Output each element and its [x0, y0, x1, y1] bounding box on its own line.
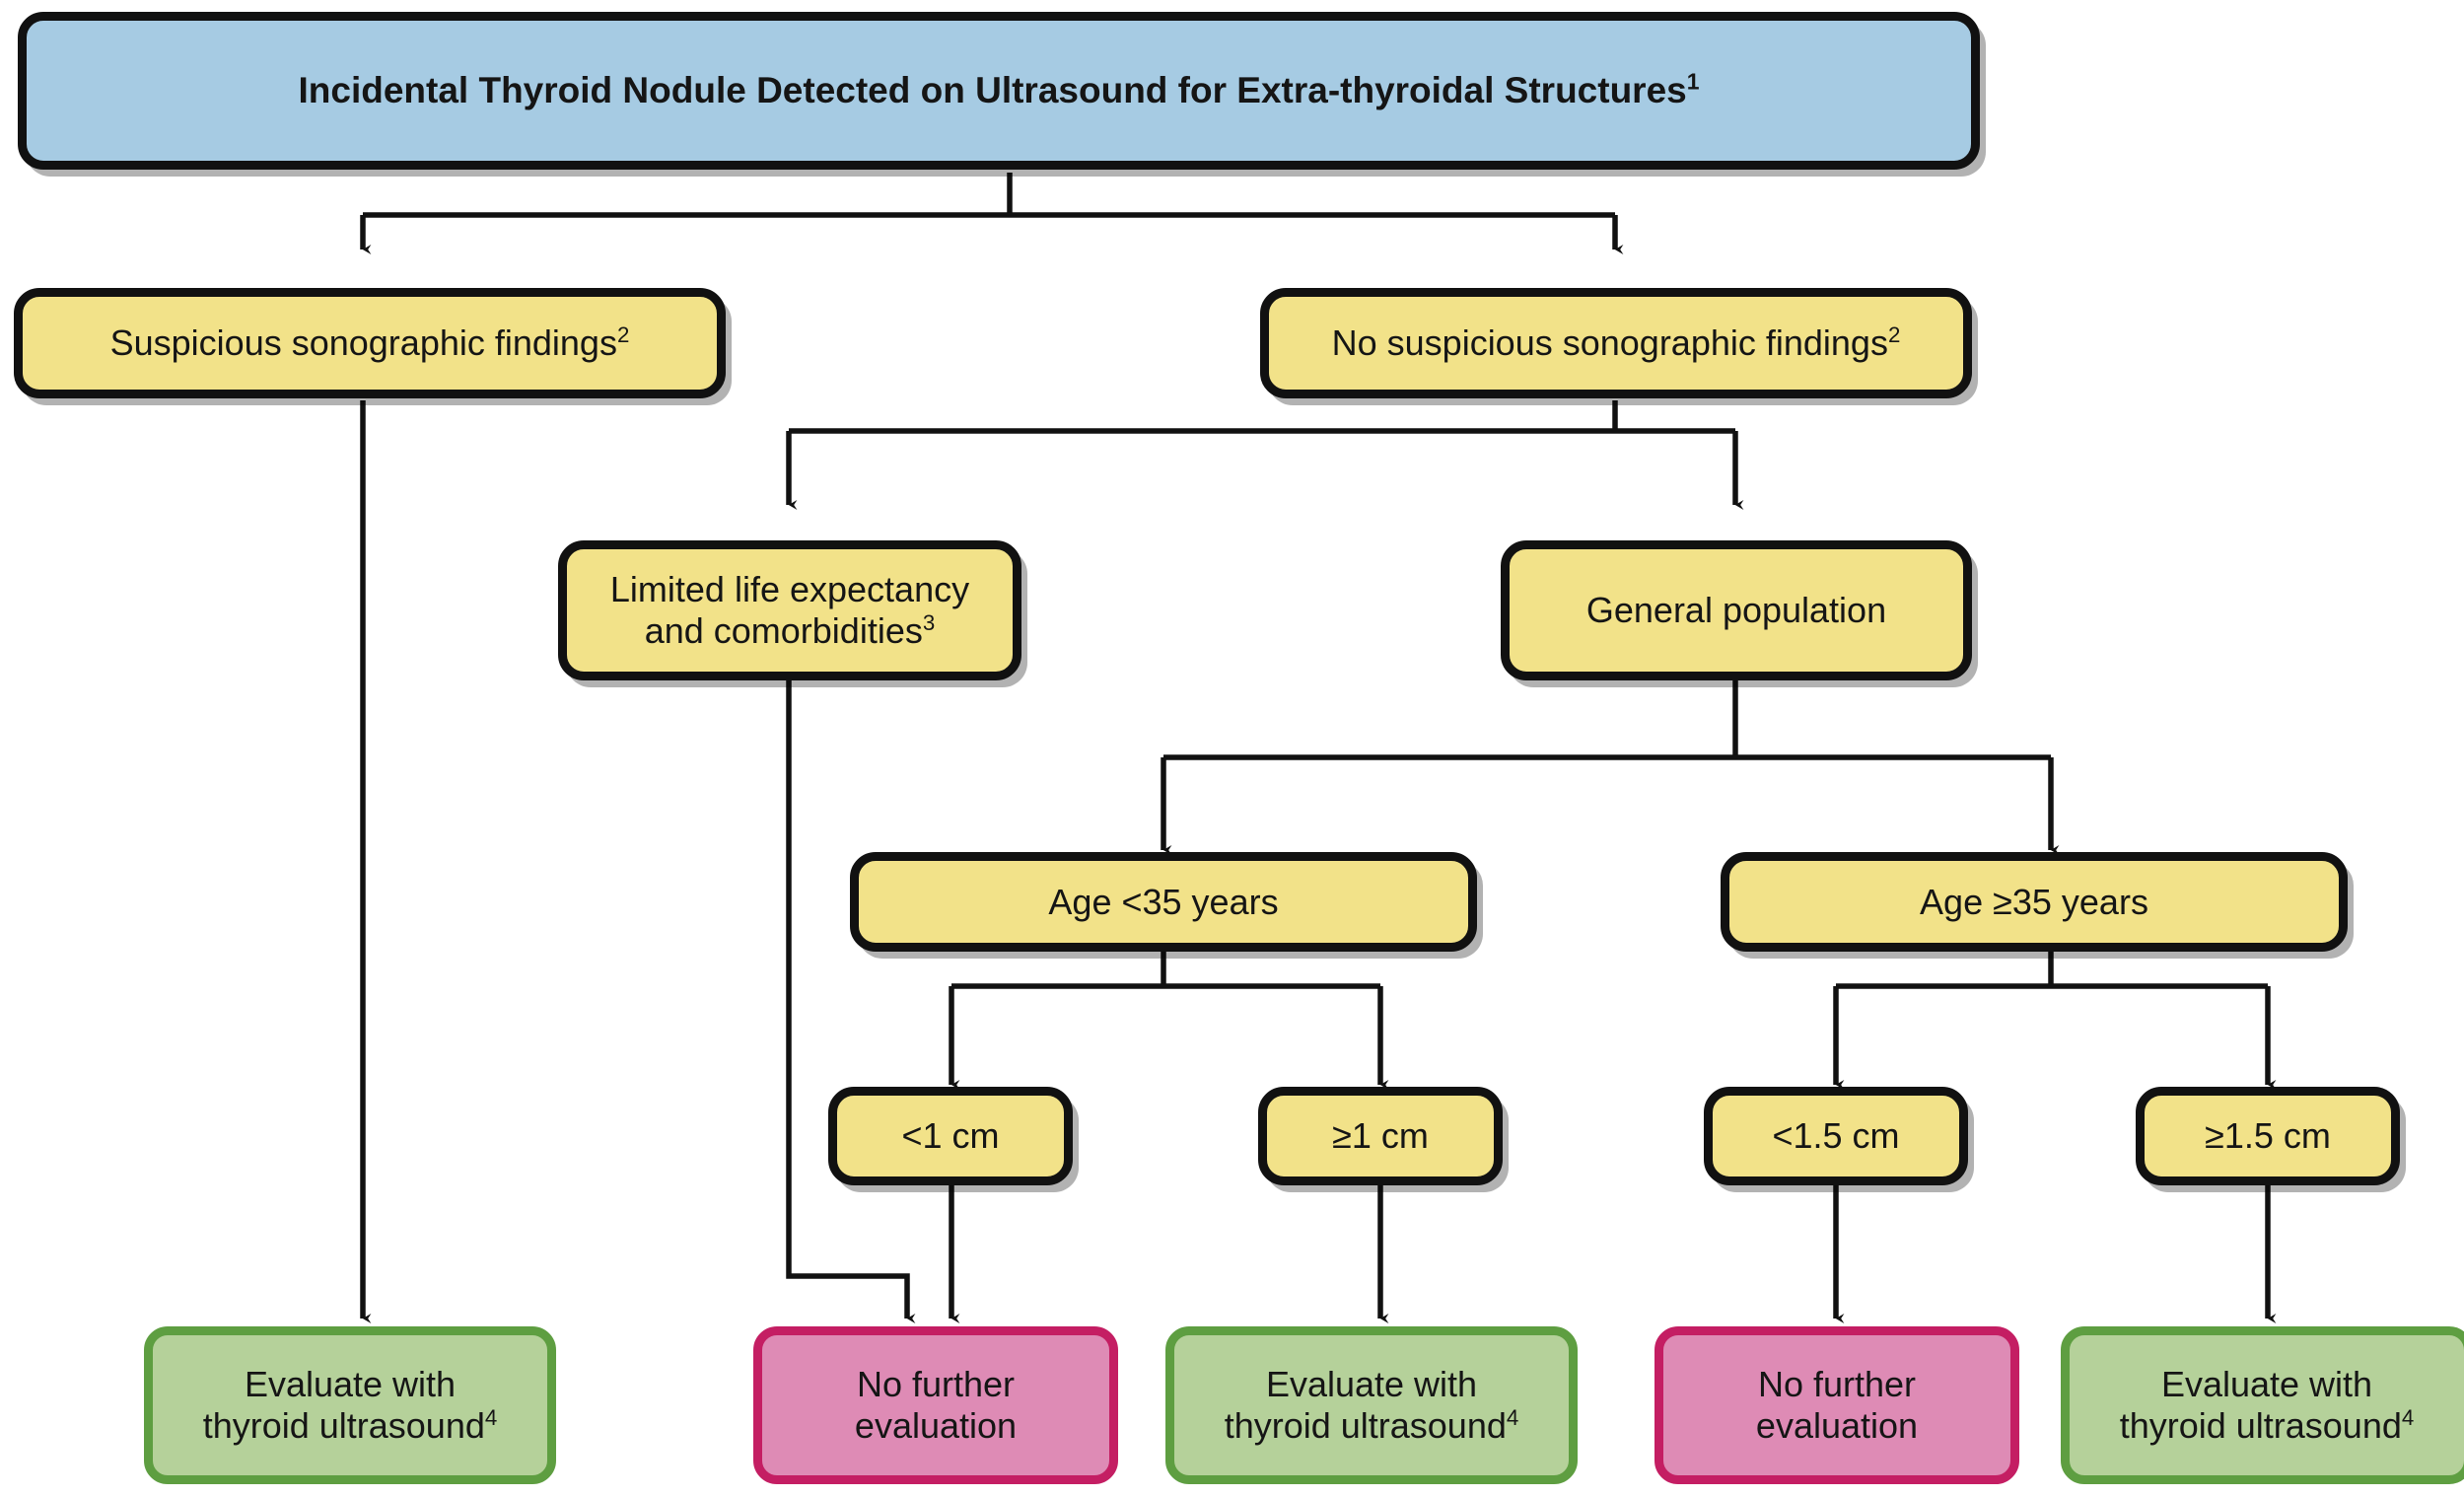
node-root-label: Incidental Thyroid Nodule Detected on Ul…	[298, 68, 1700, 110]
node-size-under-1point5cm[interactable]: <1.5 cm	[1704, 1087, 1968, 1185]
footnote-marker: 2	[1887, 322, 1901, 348]
node-size-under-1point5cm-label: <1.5 cm	[1772, 1115, 1900, 1157]
footnote-marker: 4	[2401, 1405, 2415, 1430]
node-general-population[interactable]: General population	[1501, 540, 1972, 680]
footnote-marker: 4	[1506, 1405, 1519, 1430]
edge-limited-to-stop1	[786, 680, 916, 1323]
node-age-under-35-label: Age <35 years	[1048, 881, 1279, 922]
node-size-1cm-or-over[interactable]: ≥1 cm	[1258, 1087, 1503, 1185]
node-no-suspicious-findings[interactable]: No suspicious sonographic findings2	[1260, 288, 1972, 398]
node-size-1point5cm-or-over[interactable]: ≥1.5 cm	[2136, 1087, 2400, 1185]
node-age-under-35[interactable]: Age <35 years	[850, 852, 1477, 952]
node-general-population-label: General population	[1585, 590, 1887, 631]
node-age-35-or-over[interactable]: Age ≥35 years	[1721, 852, 2348, 952]
node-suspicious-findings[interactable]: Suspicious sonographic findings2	[14, 288, 726, 398]
node-suspicious-findings-label: Suspicious sonographic findings2	[109, 322, 630, 364]
footnote-marker: 4	[484, 1405, 498, 1430]
footnote-marker: 3	[922, 610, 936, 635]
node-size-under-1cm-label: <1 cm	[901, 1115, 1000, 1157]
footnote-marker: 1	[1686, 68, 1700, 95]
node-no-suspicious-findings-label: No suspicious sonographic findings2	[1331, 322, 1901, 364]
node-size-under-1cm[interactable]: <1 cm	[828, 1087, 1073, 1185]
footnote-marker: 2	[616, 322, 630, 348]
node-size-1cm-or-over-label: ≥1 cm	[1332, 1115, 1429, 1157]
node-size-1point5cm-or-over-label: ≥1.5 cm	[2205, 1115, 2331, 1157]
node-root[interactable]: Incidental Thyroid Nodule Detected on Ul…	[18, 12, 1980, 170]
node-age-35-or-over-label: Age ≥35 years	[1920, 881, 2148, 922]
